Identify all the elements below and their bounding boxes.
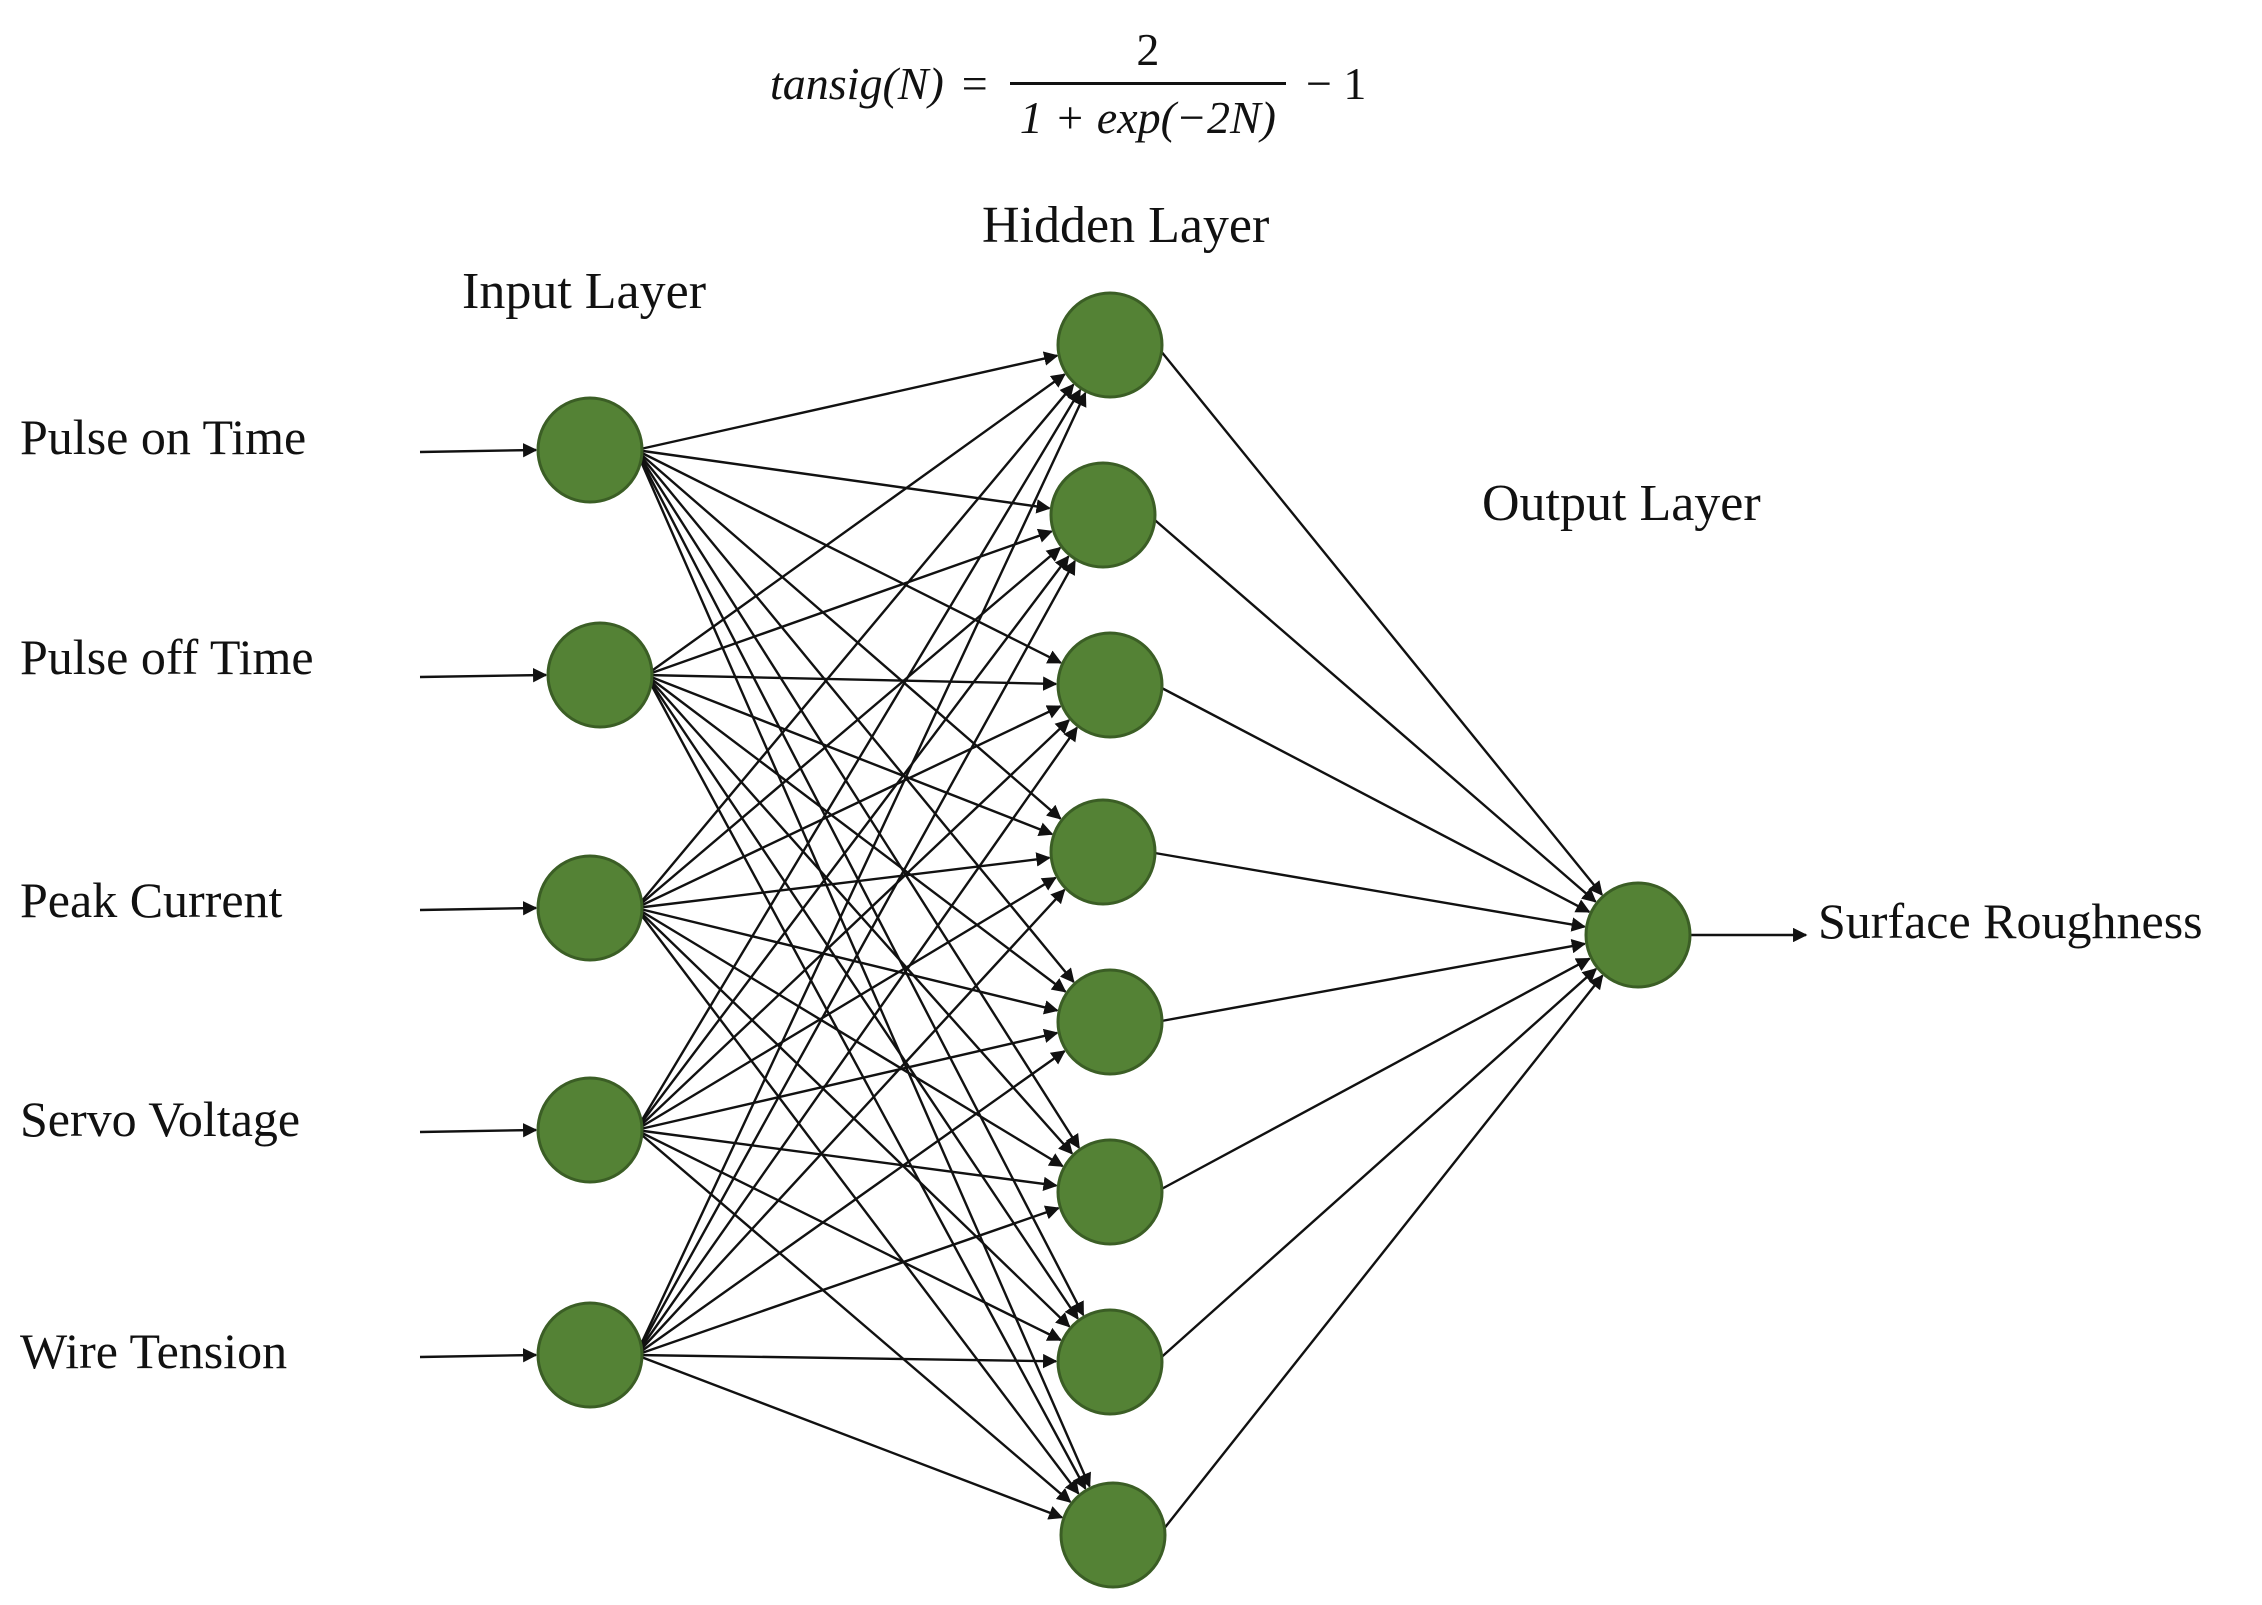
- hidden-node-6: [1056, 1138, 1164, 1246]
- edge-input-3-hidden-1: [635, 383, 1075, 909]
- edge-input-5-hidden-5: [635, 1050, 1066, 1356]
- edge-input-5-hidden-4: [635, 888, 1066, 1356]
- hidden-node-4: [1049, 798, 1157, 906]
- input-node-2: [546, 621, 654, 729]
- edge-input-5-hidden-2: [634, 559, 1076, 1356]
- formula-equals: =: [961, 57, 988, 109]
- formula-denominator: 1 + exp(−2N): [1019, 91, 1276, 143]
- edge-input-1-hidden-3: [635, 448, 1063, 664]
- edge-input-5-hidden-7: [635, 1353, 1058, 1369]
- edge-input-2-hidden-3: [645, 673, 1058, 691]
- formula-tail: − 1: [1305, 57, 1367, 109]
- connections: [419, 344, 1808, 1536]
- input-label-peak-current: Peak Current: [20, 872, 283, 928]
- output-node: [1584, 881, 1692, 989]
- input-arrow-5: [419, 1348, 538, 1363]
- input-arrow-1: [419, 443, 538, 458]
- edge-hidden-5-output: [1155, 939, 1587, 1024]
- input-label-wire-tension: Wire Tension: [20, 1323, 288, 1379]
- input-label-pulse-on-time: Pulse on Time: [20, 409, 307, 465]
- input-arrow-3: [419, 901, 538, 916]
- edge-input-3-hidden-3: [635, 705, 1062, 910]
- edge-input-4-hidden-2: [635, 555, 1070, 1131]
- edge-input-2-hidden-2: [645, 528, 1053, 677]
- edge-input-4-hidden-4: [635, 876, 1057, 1132]
- edge-input-4-hidden-7: [635, 1128, 1062, 1342]
- edge-input-1-hidden-5: [635, 449, 1075, 984]
- edge-input-1-hidden-1: [635, 351, 1059, 452]
- edge-input-3-hidden-5: [635, 906, 1059, 1015]
- hidden-node-3: [1056, 631, 1164, 739]
- edge-input-4-hidden-3: [635, 719, 1071, 1131]
- edge-input-1-hidden-7: [634, 449, 1085, 1317]
- edge-hidden-8-output: [1158, 974, 1604, 1536]
- edge-hidden-6-output: [1155, 957, 1591, 1194]
- edge-input-3-hidden-2: [635, 546, 1062, 909]
- edge-input-5-hidden-3: [635, 726, 1078, 1356]
- edge-input-5-hidden-1: [634, 391, 1087, 1356]
- hidden-node-1: [1056, 291, 1164, 399]
- hidden-node-8: [1059, 1481, 1167, 1589]
- edge-input-2-hidden-6: [645, 674, 1074, 1155]
- formula-numerator: 2: [1136, 23, 1160, 75]
- input-node-3: [536, 854, 644, 962]
- input-label-pulse-off-time: Pulse off Time: [20, 629, 314, 685]
- edge-input-3-hidden-6: [635, 906, 1064, 1168]
- input-arrow-4: [419, 1123, 538, 1138]
- input-label-servo-voltage: Servo Voltage: [20, 1091, 301, 1147]
- input-node-4: [536, 1076, 644, 1184]
- edge-input-5-hidden-6: [635, 1205, 1060, 1357]
- edge-hidden-1-output: [1155, 344, 1603, 896]
- nodes: [536, 291, 1692, 1589]
- edge-input-4-hidden-5: [635, 1028, 1059, 1132]
- formula-fraction: 2 1 + exp(−2N): [1009, 23, 1286, 144]
- input-node-5: [536, 1301, 644, 1409]
- edge-hidden-7-output: [1155, 967, 1598, 1363]
- tansig-formula: tansig(N) = 2 1 + exp(−2N) − 1: [770, 18, 1366, 148]
- edge-input-5-hidden-8: [635, 1353, 1064, 1520]
- hidden-layer-title: Hidden Layer: [982, 197, 1270, 254]
- edge-hidden-2-output: [1148, 514, 1597, 903]
- hidden-node-7: [1056, 1308, 1164, 1416]
- edge-input-2-hidden-7: [645, 674, 1079, 1320]
- input-node-1: [536, 396, 644, 504]
- formula-lhs: tansig(N): [770, 57, 944, 109]
- edge-input-4-hidden-8: [635, 1129, 1072, 1503]
- edge-input-2-hidden-1: [645, 373, 1066, 676]
- edge-input-2-hidden-4: [645, 673, 1054, 837]
- input-layer-title: Input Layer: [462, 263, 707, 320]
- output-label-surface-roughness: Surface Roughness: [1818, 893, 2203, 949]
- edge-input-4-hidden-1: [634, 388, 1082, 1131]
- hidden-node-5: [1056, 968, 1164, 1076]
- formula-fraction-bar: [1009, 81, 1286, 85]
- edge-input-4-hidden-6: [635, 1128, 1058, 1192]
- edge-input-1-hidden-8: [634, 449, 1091, 1488]
- edge-input-2-hidden-5: [645, 674, 1067, 993]
- edge-input-3-hidden-7: [635, 907, 1071, 1328]
- input-arrow-2: [419, 668, 548, 683]
- edge-hidden-4-output: [1148, 850, 1587, 932]
- edge-input-1-hidden-2: [635, 448, 1051, 514]
- edge-input-1-hidden-4: [635, 449, 1062, 820]
- edge-hidden-3-output: [1155, 683, 1591, 913]
- edge-input-2-hidden-8: [644, 674, 1087, 1490]
- hidden-node-2: [1049, 461, 1157, 569]
- edge-input-1-hidden-6: [634, 449, 1081, 1149]
- output-layer-title: Output Layer: [1482, 475, 1761, 532]
- edge-input-3-hidden-4: [635, 852, 1051, 910]
